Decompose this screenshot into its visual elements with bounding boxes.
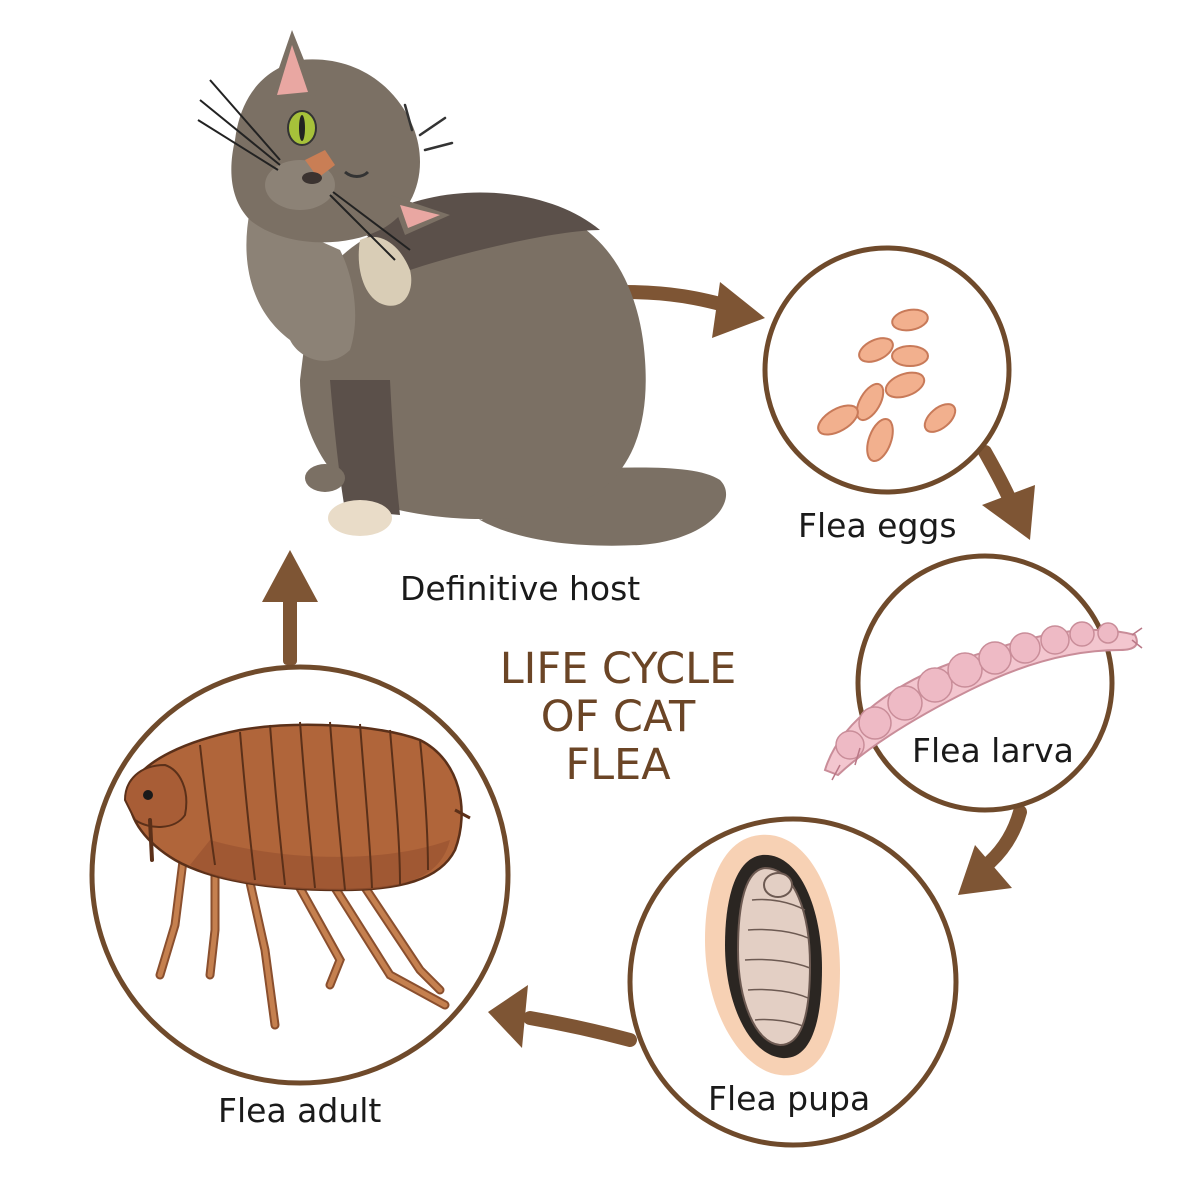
flea-larva-icon: [823, 621, 1143, 781]
eggs-circle: [762, 245, 1012, 495]
label-pupa: Flea pupa: [708, 1079, 870, 1118]
arrow-larva-to-pupa: [958, 805, 1027, 895]
stage-labels: Definitive host Flea eggs Flea larva Fle…: [218, 506, 1074, 1130]
title-line-2: OF CAT: [541, 692, 696, 742]
title-line-1: LIFE CYCLE: [500, 644, 737, 694]
cat-illustration: [197, 30, 727, 546]
label-larva: Flea larva: [912, 731, 1074, 770]
title-line-3: FLEA: [565, 740, 671, 790]
cycle-arrows: [262, 282, 1035, 1048]
flea-pupa-icon: [705, 834, 840, 1076]
arrow-adult-to-host: [262, 550, 318, 665]
flea-eggs-icon: [817, 308, 957, 463]
label-adult: Flea adult: [218, 1091, 381, 1130]
label-host: Definitive host: [400, 569, 640, 608]
arrow-pupa-to-adult: [488, 985, 637, 1048]
label-eggs: Flea eggs: [798, 506, 957, 545]
diagram-title: LIFE CYCLE OF CAT FLEA: [500, 644, 737, 790]
arrow-eggs-to-larva: [978, 445, 1035, 540]
flea-adult-icon: [123, 721, 471, 1030]
arrow-host-to-eggs: [618, 282, 765, 338]
